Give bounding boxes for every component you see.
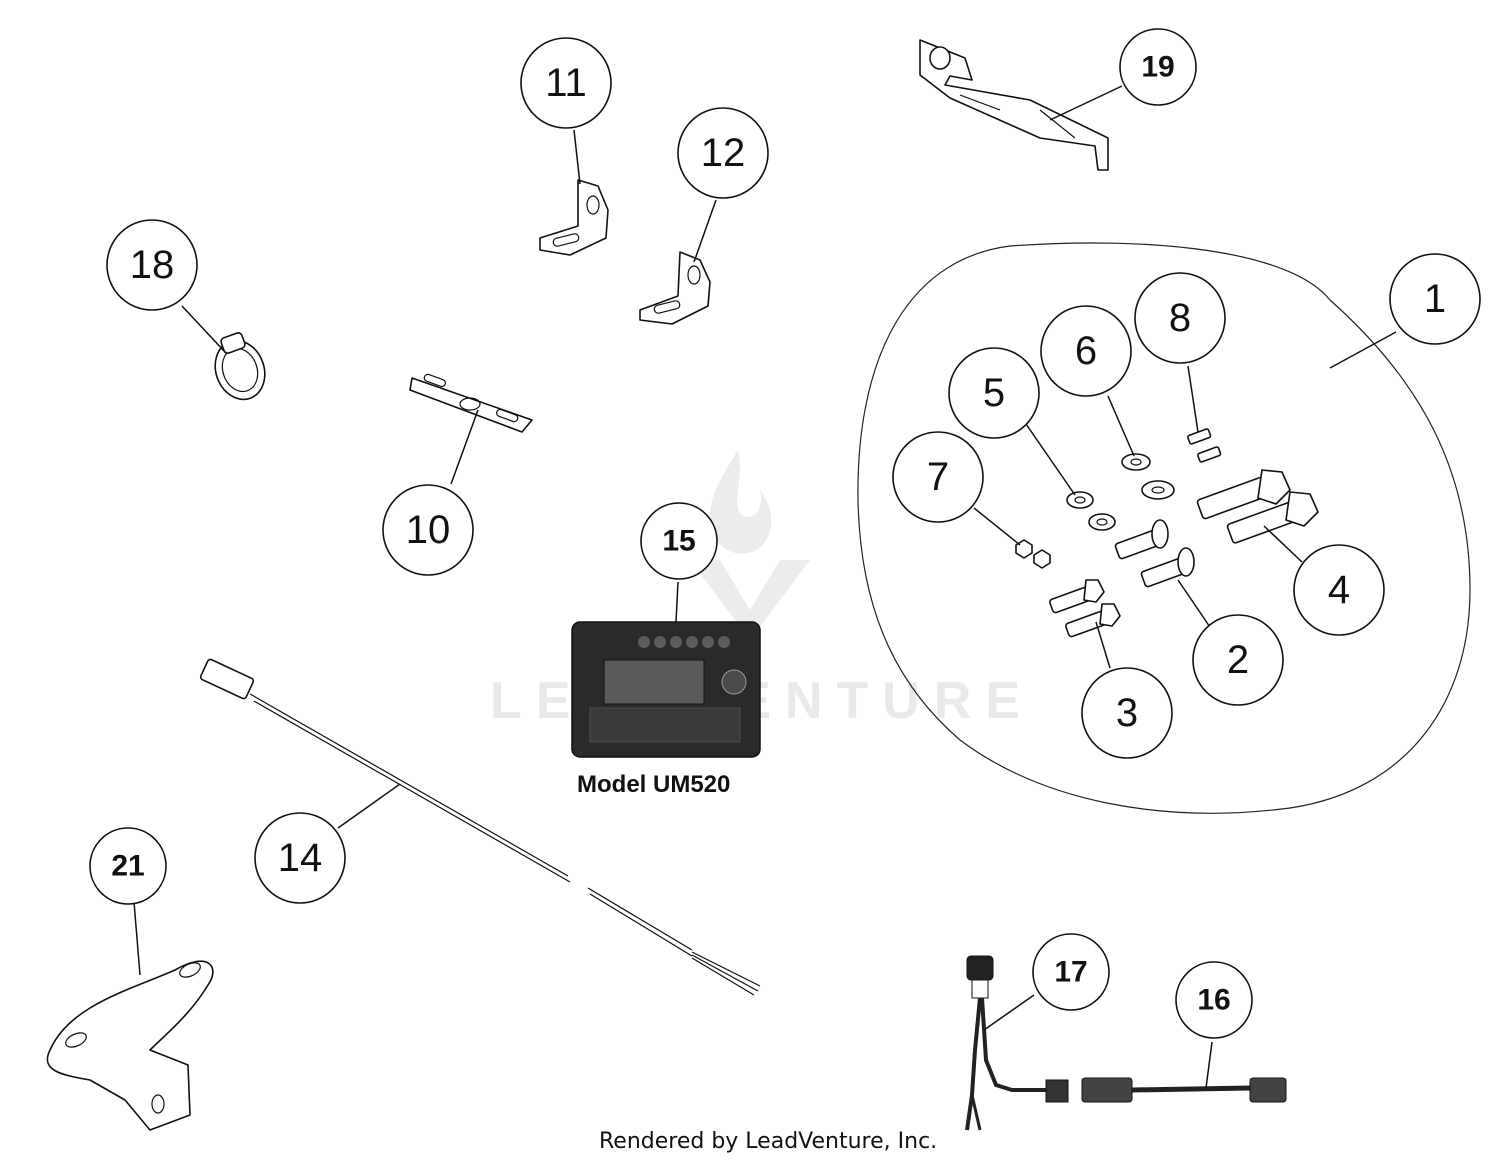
callout-2: 2 <box>1192 614 1284 706</box>
callout-14: 14 <box>254 812 346 904</box>
callout-2-label: 2 <box>1227 638 1249 682</box>
callout-1-label: 1 <box>1424 277 1446 321</box>
watermark-logo <box>690 450 810 640</box>
part-15-controller <box>571 621 761 758</box>
callout-19-label: 19 <box>1141 51 1174 84</box>
part-12-bracket <box>639 251 711 325</box>
callout-18: 18 <box>106 219 198 311</box>
callout-17: 17 <box>1032 933 1110 1011</box>
callout-10: 10 <box>382 484 474 576</box>
callout-7: 7 <box>892 431 984 523</box>
part-2-carriage-bolts <box>1114 519 1195 588</box>
part-5-washers <box>1066 491 1116 531</box>
callout-15: 15 <box>640 502 718 580</box>
callout-3-label: 3 <box>1116 691 1138 735</box>
footer-credit: Rendered by LeadVenture, Inc. <box>599 1129 937 1154</box>
callout-11-label: 11 <box>545 61 587 105</box>
part-18-clamp <box>214 332 266 401</box>
part-17-y-harness <box>965 955 1069 1131</box>
callout-17-label: 17 <box>1054 956 1087 989</box>
callout-3: 3 <box>1081 667 1173 759</box>
callout-12: 12 <box>677 107 769 199</box>
part-11-bracket <box>539 179 609 256</box>
callout-5: 5 <box>948 347 1040 439</box>
callout-6: 6 <box>1040 305 1132 397</box>
callout-18-label: 18 <box>130 243 175 287</box>
callout-7-label: 7 <box>927 455 949 499</box>
callout-14-label: 14 <box>278 836 323 880</box>
callout-8: 8 <box>1134 272 1226 364</box>
leader-lines <box>133 85 1397 1089</box>
callout-12-label: 12 <box>701 131 746 175</box>
model-caption: Model UM520 <box>577 771 730 798</box>
part-14-sensor-cable <box>199 658 761 996</box>
callout-1: 1 <box>1389 253 1481 345</box>
callout-16: 16 <box>1175 961 1253 1039</box>
part-4-bolts <box>1196 469 1319 544</box>
callout-4: 4 <box>1293 544 1385 636</box>
hardware-group-outline <box>857 242 1471 814</box>
part-21-bracket <box>46 960 214 1131</box>
callout-4-label: 4 <box>1328 568 1350 612</box>
part-19-bracket <box>919 39 1109 171</box>
part-16-extension-cable <box>1081 1077 1287 1103</box>
callout-6-label: 6 <box>1075 329 1097 373</box>
part-10-plate <box>409 373 533 433</box>
callout-10-label: 10 <box>406 508 451 552</box>
part-8-screws <box>1187 428 1222 463</box>
callout-16-label: 16 <box>1197 984 1230 1017</box>
callout-15-label: 15 <box>662 525 695 558</box>
callout-21: 21 <box>89 827 167 905</box>
callout-11: 11 <box>520 37 612 129</box>
callout-21-label: 21 <box>111 850 144 883</box>
callout-5-label: 5 <box>983 371 1005 415</box>
callout-19: 19 <box>1119 28 1197 106</box>
part-3-bolts <box>1049 579 1121 638</box>
part-7-nuts <box>1015 539 1051 569</box>
callout-8-label: 8 <box>1169 296 1191 340</box>
part-6-washers <box>1121 453 1175 500</box>
